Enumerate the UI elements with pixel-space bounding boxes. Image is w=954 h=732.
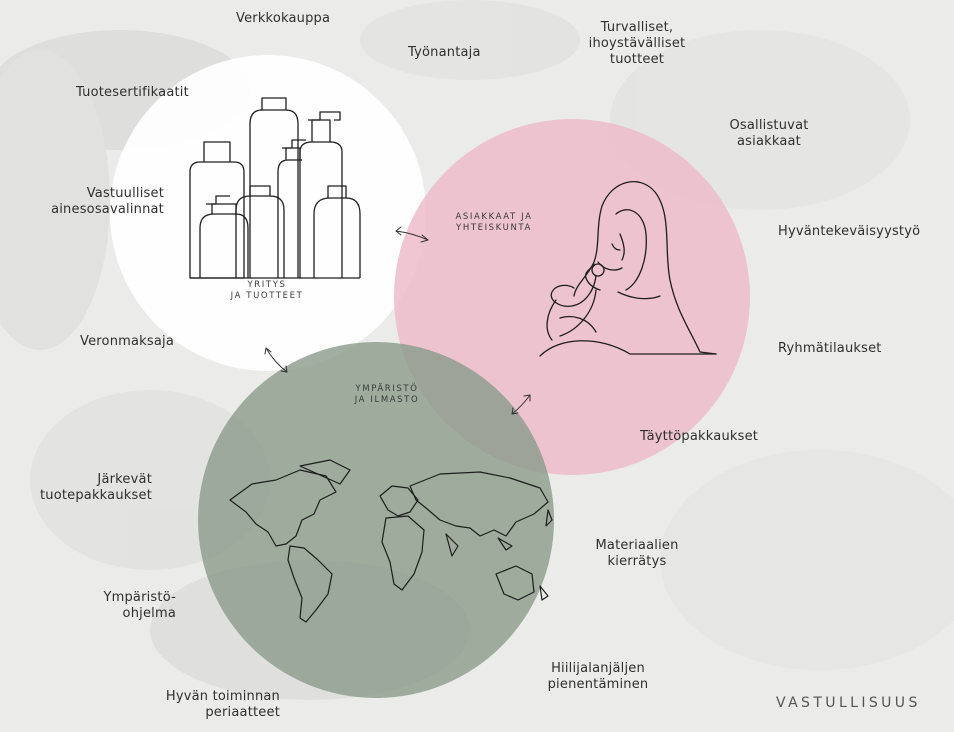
label-materiaalien: Materiaalien kierrätys — [580, 538, 694, 570]
label-hyvan-toiminnan: Hyvän toiminnan periaatteet — [110, 689, 280, 721]
label-line: Järkevät — [97, 472, 152, 487]
label-line: tuotepakkaukset — [39, 488, 152, 503]
label-line: Hyvän toiminnan — [165, 689, 280, 704]
label-ryhmatilaukset: Ryhmätilaukset — [778, 341, 882, 357]
label-vastuulliset: Vastuulliset ainesosavalinnat — [2, 186, 164, 218]
label-hyvantekevaisyys: Hyväntekeväisyystyö — [778, 224, 920, 240]
brand-wordmark: VASTULLISUUS — [776, 695, 921, 711]
woman-icon — [539, 181, 717, 357]
label-line: Tuotesertifikaatit — [76, 85, 189, 100]
label-tuotesertifikaatit: Tuotesertifikaatit — [76, 85, 189, 101]
label-veronmaksaja: Veronmaksaja — [80, 334, 174, 350]
environment-circle-caption: YMPÄRISTÖ JA ILMASTO — [335, 384, 439, 406]
label-line: Hiilijalanjäljen — [551, 661, 645, 676]
caption-line: JA TUOTTEET — [230, 291, 304, 301]
caption-line: YRITYS — [247, 280, 287, 290]
label-line: ainesosavalinnat — [51, 202, 164, 217]
world-map-icon — [229, 459, 553, 623]
label-line: tuotteet — [609, 52, 665, 67]
caption-line: YHTEISKUNTA — [456, 223, 532, 233]
label-line: kierrätys — [607, 554, 667, 569]
label-line: asiakkaat — [737, 134, 801, 149]
label-ymparisto-ohjelma: Ympäristö- ohjelma — [40, 590, 176, 622]
label-line: pienentäminen — [547, 677, 649, 692]
label-verkkokauppa: Verkkokauppa — [236, 11, 330, 27]
company-circle-caption: YRITYS JA TUOTTEET — [212, 280, 322, 302]
label-tayttopakkaukset: Täyttöpakkaukset — [640, 429, 758, 445]
caption-line: YMPÄRISTÖ — [355, 384, 419, 394]
company-circle — [110, 55, 426, 371]
customers-environment-arrow-icon — [511, 394, 531, 415]
label-tyonantaja: Työnantaja — [408, 45, 481, 61]
label-line: ohjelma — [122, 606, 176, 621]
label-line: Verkkokauppa — [236, 11, 331, 26]
label-line: Ryhmätilaukset — [778, 341, 882, 356]
label-line: Turvalliset, — [600, 20, 674, 35]
label-hiilijalanjalki: Hiilijalanjäljen pienentäminen — [528, 661, 668, 693]
label-line: Vastuulliset — [86, 186, 164, 201]
label-line: Osallistuvat — [729, 118, 809, 133]
customers-circle-caption: ASIAKKAAT JA YHTEISKUNTA — [438, 212, 550, 234]
company-environment-arrow-icon — [264, 347, 288, 373]
label-jarkevat: Järkevät tuotepakkaukset — [2, 472, 152, 504]
label-line: periaatteet — [205, 705, 280, 720]
bottles-icon — [189, 97, 361, 279]
label-line: Hyväntekeväisyystyö — [778, 224, 921, 239]
label-osallistuvat: Osallistuvat asiakkaat — [714, 118, 824, 150]
label-line: Täyttöpakkaukset — [640, 429, 759, 444]
label-line: Ympäristö- — [103, 590, 176, 605]
caption-line: ASIAKKAAT JA — [455, 212, 533, 222]
label-line: Materiaalien — [595, 538, 679, 553]
caption-line: JA ILMASTO — [354, 395, 420, 405]
arrow-icons — [264, 226, 531, 415]
company-customers-arrow-icon — [395, 226, 429, 243]
environment-circle — [198, 342, 554, 698]
label-line: Veronmaksaja — [80, 334, 175, 349]
label-turvalliset: Turvalliset, ihoystävälliset tuotteet — [572, 20, 702, 68]
label-line: ihoystävälliset — [588, 36, 686, 51]
label-line: Työnantaja — [408, 45, 481, 60]
